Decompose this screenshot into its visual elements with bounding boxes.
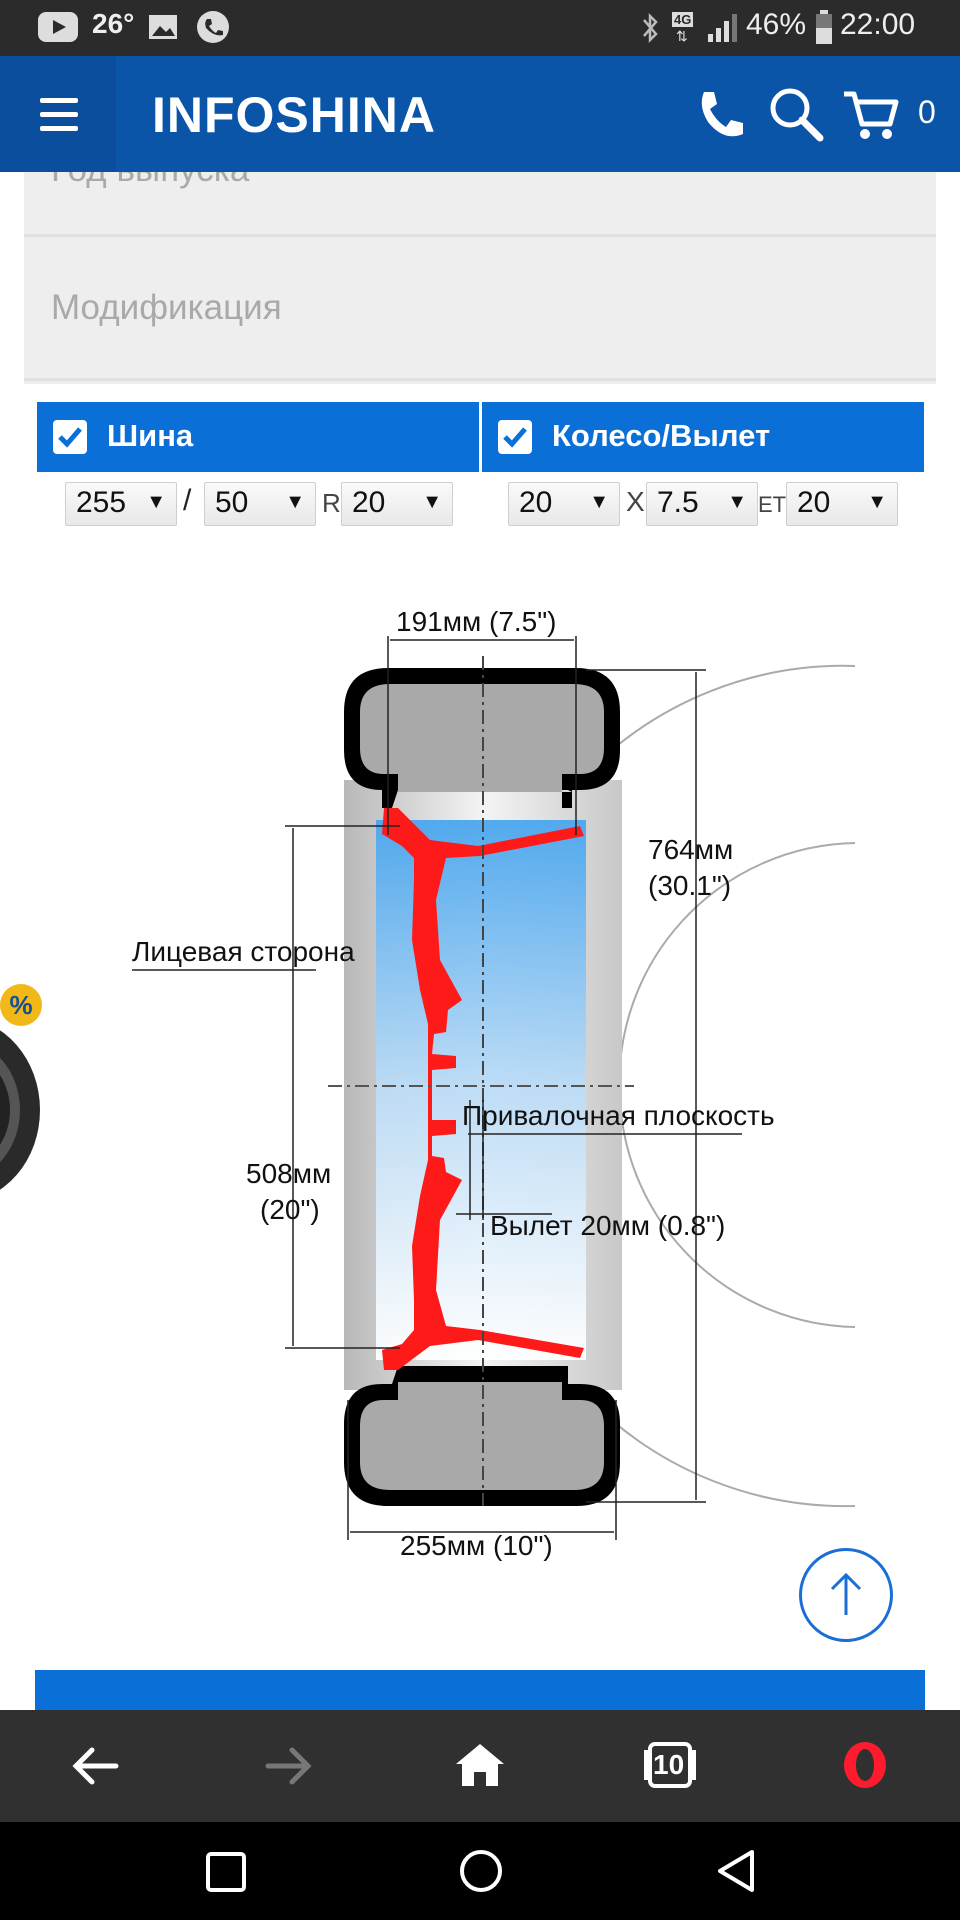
et-label: ET — [758, 492, 787, 517]
checkbox-wheel[interactable] — [498, 420, 532, 454]
discount-badge[interactable]: % — [0, 984, 42, 1026]
dropdown-arrow-icon: ▼ — [422, 491, 442, 513]
status-bar: 26° 4G ⇅ 46% 22:00 — [0, 0, 960, 56]
rim-arc — [618, 842, 856, 1328]
tire-profile-select[interactable]: 50▼ — [204, 482, 316, 526]
tire-width-label: 255мм (10") — [400, 1530, 553, 1561]
modification-field[interactable]: Модификация — [24, 240, 936, 381]
dropdown-arrow-icon: ▼ — [867, 491, 887, 513]
dropdown-arrow-icon: ▼ — [589, 491, 609, 513]
site-logo[interactable]: INFOSHINA — [152, 87, 436, 143]
wheel-diagram — [132, 636, 856, 1540]
battery-icon — [816, 10, 832, 44]
rim-width-label: 191мм (7.5") — [396, 606, 557, 637]
back-icon[interactable] — [72, 1746, 122, 1786]
check-icon — [503, 427, 527, 448]
r-label: R — [322, 488, 341, 518]
dropdown-arrow-icon: ▼ — [285, 491, 305, 513]
clock: 22:00 — [840, 8, 916, 41]
face-side-label: Лицевая сторона — [132, 936, 355, 967]
recents-icon[interactable] — [204, 1850, 248, 1894]
bottom-blue-strip — [35, 1670, 925, 1710]
menu-button[interactable] — [0, 56, 116, 172]
home-circle-icon[interactable] — [458, 1848, 504, 1894]
x-label: X — [626, 486, 645, 517]
image-icon — [149, 15, 177, 39]
wheel-diameter-select[interactable]: 20▼ — [508, 482, 620, 526]
offset-label: Вылет 20мм (0.8") — [490, 1210, 726, 1241]
forward-icon[interactable] — [262, 1746, 312, 1786]
site-header: INFOSHINA 0 — [0, 56, 960, 172]
battery-percent: 46% — [746, 8, 807, 41]
phone-icon[interactable] — [696, 88, 746, 142]
tire-height-mm-label: 764мм — [648, 834, 734, 865]
tire-arc-outer-bottom — [589, 1399, 856, 1508]
tire-width-select[interactable]: 255▼ — [65, 482, 177, 526]
system-nav-bar — [0, 1822, 960, 1920]
mounting-surface-label: Привалочная плоскость — [462, 1100, 775, 1131]
tabs-button[interactable]: 10 — [642, 1742, 698, 1788]
home-icon[interactable] — [452, 1740, 508, 1788]
modification-placeholder: Модификация — [51, 288, 282, 327]
tab-wheel[interactable]: Колесо/Вылет — [482, 402, 924, 472]
tire-arc-outer-top — [589, 664, 856, 771]
checkbox-tire[interactable] — [53, 420, 87, 454]
year-placeholder: Год выпуска — [51, 172, 249, 190]
tire-bottom-body — [360, 1382, 604, 1490]
temperature: 26° — [92, 8, 135, 39]
back-triangle-icon[interactable] — [714, 1848, 758, 1894]
browser-toolbar: 10 — [0, 1710, 960, 1822]
promo-tire-image[interactable] — [0, 1010, 50, 1210]
rim-barrel — [376, 820, 586, 1360]
bluetooth-icon — [643, 12, 658, 44]
search-icon[interactable] — [768, 86, 824, 142]
year-field[interactable]: Год выпуска — [24, 172, 936, 237]
car-selection-form: Год выпуска Модификация — [24, 172, 936, 384]
tab-tire-label: Шина — [107, 418, 194, 453]
arrow-up-icon — [830, 1572, 862, 1615]
dropdown-arrow-icon: ▼ — [146, 491, 166, 513]
scroll-top-button[interactable] — [799, 1548, 893, 1642]
phone-call-icon — [197, 11, 229, 43]
network-4g-icon: 4G ⇅ — [672, 12, 694, 44]
tire-height-in-label: (30.1") — [648, 870, 732, 901]
slash-separator: / — [183, 484, 192, 517]
opera-menu-icon[interactable] — [840, 1740, 890, 1790]
youtube-icon — [38, 12, 78, 42]
tabs-icon — [644, 1742, 696, 1788]
wheel-width-select[interactable]: 7.5▼ — [646, 482, 758, 526]
tab-count: 10 — [653, 1749, 685, 1780]
rim-diameter-mm-label: 508мм — [246, 1158, 332, 1189]
cart-count: 0 — [918, 94, 936, 130]
signal-icon — [708, 14, 737, 42]
wheel-offset-select[interactable]: 20▼ — [786, 482, 898, 526]
tire-diameter-select[interactable]: 20▼ — [341, 482, 453, 526]
tab-wheel-label: Колесо/Вылет — [552, 418, 771, 453]
dropdown-arrow-icon: ▼ — [727, 491, 747, 513]
cart-icon[interactable] — [842, 88, 900, 142]
rim-profile — [382, 808, 584, 1370]
tab-tire[interactable]: Шина — [37, 402, 479, 472]
check-icon — [58, 427, 82, 448]
rim-diameter-in-label: (20") — [260, 1194, 320, 1225]
